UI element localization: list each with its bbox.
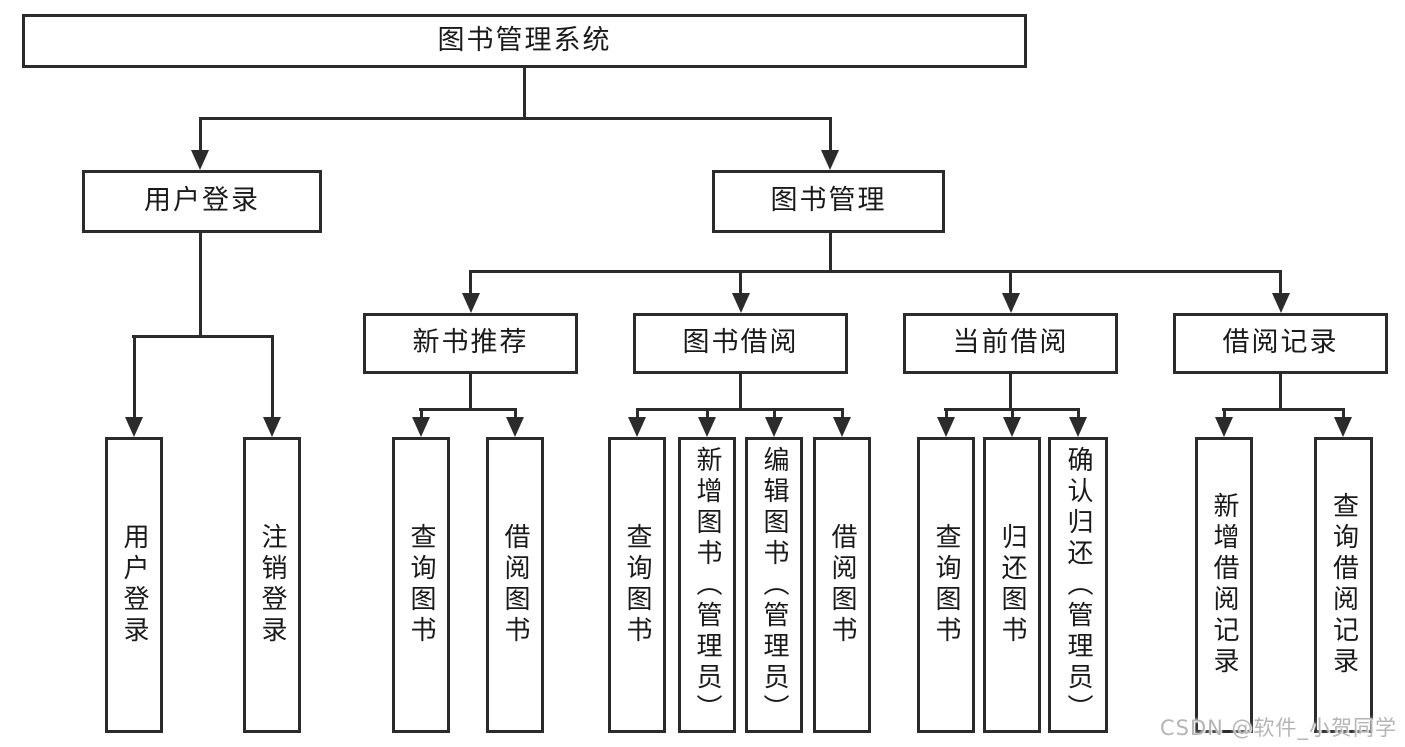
node-label: 当前借阅: [952, 327, 1069, 359]
arrowhead-down-icon: [506, 417, 524, 437]
node-current-borrowing: 当前借阅: [903, 313, 1118, 374]
connector-line: [945, 408, 948, 419]
connector-line: [829, 117, 832, 153]
arrowhead-down-icon: [462, 293, 480, 313]
node-book-borrowing: 图书借阅: [633, 313, 848, 374]
connector-line: [199, 233, 202, 335]
connector-line: [829, 233, 832, 270]
connector-line: [636, 408, 639, 419]
arrowhead-down-icon: [1069, 417, 1087, 437]
connector-line: [419, 408, 516, 411]
arrowhead-down-icon: [628, 417, 646, 437]
connector-line: [706, 408, 709, 419]
connector-line: [773, 408, 776, 419]
node-label: 图书借阅: [682, 327, 799, 359]
node-label: 新书推荐: [412, 327, 529, 359]
connector-line: [523, 68, 526, 117]
node-query-books-current: 查询图书: [917, 437, 975, 733]
node-label: 查询图书: [622, 523, 652, 647]
connector-line: [133, 335, 136, 419]
node-library-management-system: 图书管理系统: [22, 14, 1027, 68]
node-edit-book-admin: 编辑图书（管理员）: [745, 437, 803, 733]
connector-line: [132, 335, 273, 338]
node-user-login-group: 用户登录: [82, 170, 322, 233]
node-add-book-admin: 新增图书（管理员）: [678, 437, 736, 733]
node-query-books-recommend: 查询图书: [392, 437, 450, 733]
connector-line: [636, 408, 844, 411]
node-user-login: 用户登录: [105, 437, 163, 733]
node-new-book-recommendation: 新书推荐: [363, 313, 578, 374]
connector-line: [1011, 408, 1014, 419]
connector-line: [1009, 374, 1012, 408]
node-label: 借阅记录: [1222, 327, 1339, 359]
node-add-borrow-record: 新增借阅记录: [1195, 437, 1253, 733]
arrowhead-down-icon: [1003, 417, 1021, 437]
node-label: 图书管理: [770, 185, 887, 217]
connector-line: [739, 374, 742, 408]
connector-line: [1279, 270, 1282, 295]
node-query-books-borrowing: 查询图书: [608, 437, 666, 733]
node-borrowing-records: 借阅记录: [1173, 313, 1388, 374]
node-label: 借阅图书: [500, 523, 530, 647]
connector-line: [841, 408, 844, 419]
node-label: 编辑图书（管理员）: [759, 445, 789, 725]
connector-line: [469, 270, 1282, 273]
connector-line: [199, 117, 202, 153]
arrowhead-down-icon: [821, 150, 839, 170]
connector-line: [469, 374, 472, 408]
arrowhead-down-icon: [765, 417, 783, 437]
connector-line: [739, 270, 742, 295]
connector-line: [199, 117, 832, 120]
connector-line: [1077, 408, 1080, 419]
arrowhead-down-icon: [191, 150, 209, 170]
arrowhead-down-icon: [412, 417, 430, 437]
node-label: 注销登录: [257, 523, 287, 647]
node-label: 查询借阅记录: [1328, 492, 1359, 678]
arrowhead-down-icon: [1215, 417, 1233, 437]
node-label: 新增图书（管理员）: [692, 445, 722, 725]
node-label: 查询图书: [931, 523, 961, 647]
arrowhead-down-icon: [1334, 417, 1352, 437]
node-confirm-return-admin: 确认归还（管理员）: [1048, 437, 1108, 733]
node-borrow-books-borrowing: 借阅图书: [813, 437, 871, 733]
arrowhead-down-icon: [1002, 293, 1020, 313]
node-label: 用户登录: [119, 523, 149, 647]
node-label: 借阅图书: [827, 523, 857, 647]
node-borrow-books-recommend: 借阅图书: [486, 437, 544, 733]
connector-line: [1342, 408, 1345, 419]
arrowhead-down-icon: [125, 417, 143, 437]
csdn-watermark: CSDN @软件_小贺同学: [1160, 716, 1398, 740]
connector-line: [1009, 270, 1012, 295]
node-label: 归还图书: [997, 523, 1027, 647]
node-logout: 注销登录: [243, 437, 301, 733]
node-query-borrow-record: 查询借阅记录: [1314, 437, 1373, 733]
connector-line: [1223, 408, 1226, 419]
connector-line: [420, 408, 423, 419]
node-label: 确认归还（管理员）: [1063, 445, 1093, 725]
arrowhead-down-icon: [263, 417, 281, 437]
connector-line: [271, 335, 274, 419]
arrowhead-down-icon: [1272, 293, 1290, 313]
connector-line: [1279, 374, 1282, 408]
arrowhead-down-icon: [698, 417, 716, 437]
arrowhead-down-icon: [833, 417, 851, 437]
arrowhead-down-icon: [937, 417, 955, 437]
node-label: 查询图书: [406, 523, 436, 647]
node-label: 新增借阅记录: [1209, 492, 1239, 678]
node-return-book: 归还图书: [983, 437, 1041, 733]
node-label: 图书管理系统: [437, 24, 612, 56]
connector-line: [469, 270, 472, 295]
node-book-management: 图书管理: [712, 170, 945, 233]
connector-line: [514, 408, 517, 419]
node-label: 用户登录: [144, 185, 260, 217]
arrowhead-down-icon: [732, 293, 750, 313]
connector-line: [1222, 408, 1345, 411]
